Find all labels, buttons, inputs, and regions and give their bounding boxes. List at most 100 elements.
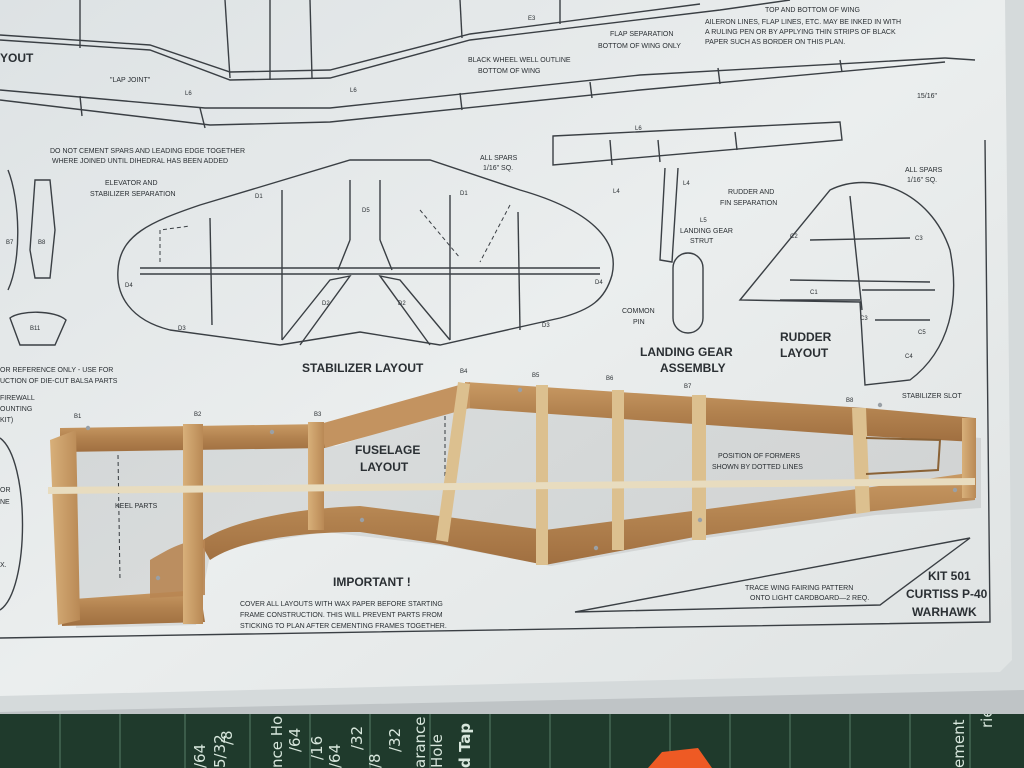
aileron-note: AILERON LINES, FLAP LINES, ETC. MAY BE I… [705, 19, 901, 26]
part-label: D4 [595, 280, 603, 286]
station-label: B1 [74, 414, 82, 420]
rudder-sep-label: RUDDER AND [728, 189, 774, 196]
wing-note: TOP AND BOTTOM OF WING [765, 7, 860, 14]
important-text: COVER ALL LAYOUTS WITH WAX PAPER BEFORE … [240, 601, 443, 608]
part-label: C3 [860, 316, 868, 322]
station-label: B8 [846, 398, 854, 404]
spar-note: DO NOT CEMENT SPARS AND LEADING EDGE TOG… [50, 148, 245, 155]
mat-label: /32 [348, 726, 366, 750]
station-label: B2 [194, 412, 202, 418]
top-longeron [465, 382, 975, 442]
former-b3 [308, 422, 324, 530]
important-text: FRAME CONSTRUCTION. THIS WILL PREVENT PA… [240, 612, 443, 619]
dimension-label: 15/16" [917, 93, 938, 100]
part-label: C5 [918, 330, 926, 336]
important-title: IMPORTANT ! [333, 575, 411, 589]
edge-label: OR [0, 487, 11, 494]
strut-label: LANDING GEAR [680, 228, 733, 235]
station-label: B5 [532, 373, 540, 379]
all-spars-label: 1/16" SQ. [483, 165, 513, 172]
bottom-only-label: BOTTOM OF WING ONLY [598, 43, 681, 50]
mat-label: /64 [286, 728, 304, 752]
firewall-label: OUNTING [0, 406, 32, 413]
part-label: D2 [398, 301, 406, 307]
fuselage-frame [48, 382, 981, 628]
wing-layout-label: YOUT [0, 51, 34, 65]
formers-label: POSITION OF FORMERS [718, 453, 800, 460]
nose-former [50, 430, 80, 625]
part-label: B11 [30, 326, 41, 332]
part-label: C3 [915, 236, 923, 242]
mat-label: 5/32 [211, 734, 229, 768]
strut-label: STRUT [690, 238, 714, 245]
mat-label: /8 [366, 753, 384, 768]
landing-gear-title: ASSEMBLY [660, 361, 726, 375]
station-label: B6 [606, 376, 614, 382]
mat-label: Hole [428, 734, 446, 768]
former-b8 [852, 408, 870, 514]
firewall-label: FIREWALL [0, 395, 35, 402]
part-label: D1 [255, 194, 263, 200]
former-b4 [436, 382, 470, 542]
tail-post [962, 418, 976, 498]
rudder-title: LAYOUT [780, 346, 829, 360]
part-label: D4 [125, 283, 133, 289]
part-label: B7 [6, 240, 14, 246]
all-spars-label: ALL SPARS [905, 167, 943, 174]
part-label: L4 [613, 189, 620, 195]
mat-label: /8 [218, 730, 236, 745]
part-label: L5 [700, 218, 707, 224]
formers-label: SHOWN BY DOTTED LINES [712, 464, 803, 471]
spar-note: WHERE JOINED UNTIL DIHEDRAL HAS BEEN ADD… [52, 158, 228, 165]
reference-note: UCTION OF DIE-CUT BALSA PARTS [0, 378, 118, 385]
all-spars-label: 1/16" SQ. [907, 177, 937, 184]
l6-label: L6 [350, 88, 357, 94]
orange-object [648, 748, 712, 768]
mat-label: arance [411, 716, 429, 768]
lap-joint-label: "LAP JOINT" [110, 77, 151, 84]
aileron-note: A RULING PEN OR BY APPLYING THIN STRIPS … [705, 29, 896, 36]
rudder-title: RUDDER [780, 330, 832, 344]
kit-model: CURTISS P-40 [906, 587, 988, 601]
important-text: STICKING TO PLAN AFTER CEMENTING FRAMES … [240, 623, 447, 630]
former-b6 [612, 390, 624, 550]
fuselage-title: FUSELAGE [355, 443, 420, 457]
part-label: D2 [322, 301, 330, 307]
reference-note: OR REFERENCE ONLY - USE FOR [0, 367, 113, 374]
mat-label: /64 [326, 744, 344, 768]
station-label: B4 [460, 369, 468, 375]
kit-number: KIT 501 [928, 569, 971, 583]
mat-label: /64 [191, 744, 209, 768]
pin-label: COMMON [622, 308, 655, 315]
former-b5 [536, 385, 548, 565]
fuselage-text: FUSELAGE LAYOUT KEEL PARTS POSITION OF F… [115, 443, 803, 510]
part-label: D3 [178, 326, 186, 332]
e3-label: E3 [528, 16, 536, 22]
landing-gear-title: LANDING GEAR [640, 345, 733, 359]
nose-bottom [60, 590, 205, 626]
former-b7 [692, 395, 706, 540]
pin-label: PIN [633, 319, 645, 326]
part-label: D5 [362, 208, 370, 214]
kit-name: WARHAWK [912, 605, 977, 619]
elevator-label: ELEVATOR AND [105, 180, 158, 187]
wheel-well-label: BOTTOM OF WING [478, 68, 540, 75]
flap-separation-label: FLAP SEPARATION [610, 31, 673, 38]
part-label: L4 [683, 181, 690, 187]
mat-label: /16 [308, 736, 326, 760]
mat-label: ement [950, 719, 968, 768]
elevator-label: STABILIZER SEPARATION [90, 191, 176, 198]
l6-label: L6 [185, 91, 192, 97]
former-b2 [183, 424, 203, 624]
station-label: B7 [684, 384, 692, 390]
pins [85, 387, 958, 581]
fuselage-title: LAYOUT [360, 460, 409, 474]
fairing-note: ONTO LIGHT CARDBOARD—2 REQ. [750, 595, 869, 602]
keel-label: KEEL PARTS [115, 503, 158, 510]
part-label: C2 [790, 234, 798, 240]
part-label: D1 [460, 191, 468, 197]
part-label: D3 [542, 323, 550, 329]
mat-labels: /64 /8 5/32 nce Ho /64 /16 /64 /32 /8 /3… [191, 703, 996, 768]
edge-label: X. [0, 562, 7, 569]
